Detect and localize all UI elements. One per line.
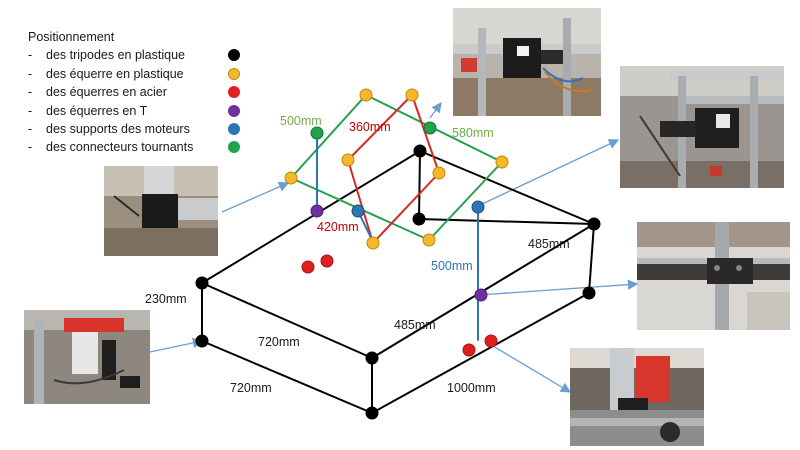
- yellow-joint-marker: [422, 233, 436, 247]
- dimension-label: 1000mm: [447, 381, 496, 395]
- purple-dot-icon: [228, 104, 240, 117]
- legend-item-label: des équerres en T: [46, 103, 148, 118]
- dimension-label: 360mm: [349, 120, 391, 134]
- callout-arrows: [149, 101, 639, 393]
- dimension-labels: 500mm 360mm 580mm 420mm 485mm 500mm 230mm 720mm…: [145, 114, 570, 395]
- legend-item-label: des tripodes en plastique: [46, 48, 185, 63]
- black-joint-marker: [365, 351, 379, 365]
- green-frame-edge: [428, 161, 503, 241]
- black-dot-icon: [228, 49, 240, 62]
- callout-arrow: [221, 181, 290, 213]
- photo-rotating-connector: [453, 8, 601, 116]
- red-dot-icon: [228, 86, 240, 99]
- frame-edge: [201, 150, 421, 284]
- yellow-joint-marker: [366, 236, 380, 250]
- dimension-label: 420mm: [317, 220, 359, 234]
- yellow-joint-marker: [359, 88, 373, 102]
- dimension-label: 500mm: [280, 114, 322, 128]
- legend-item-label: des connecteurs tournants: [46, 140, 194, 155]
- dimension-label: 485mm: [394, 318, 436, 332]
- legend-item-plastic-brackets: -des équerre en plastique: [28, 65, 240, 83]
- yellow-joint-marker: [341, 153, 355, 167]
- black-joint-marker: [195, 334, 209, 348]
- legend-item-label: des supports des moteurs: [46, 121, 190, 136]
- joint-markers: [195, 88, 601, 420]
- callout-arrow: [478, 279, 639, 296]
- legend-item-rotating-connectors: -des connecteurs tournants: [28, 138, 240, 156]
- red-joint-marker: [301, 260, 315, 274]
- callout-arrow: [149, 337, 204, 353]
- yellow-dot-icon: [228, 67, 240, 80]
- red-frame-edge: [347, 159, 374, 244]
- black-joint-marker: [587, 217, 601, 231]
- dimension-label: 500mm: [431, 259, 473, 273]
- yellow-joint-marker: [284, 171, 298, 185]
- photo-motor-support: [620, 66, 784, 188]
- legend-item-motor-supports: -des supports des moteurs: [28, 120, 240, 138]
- photo-plastic-tripod: [104, 166, 218, 256]
- callout-arrow: [492, 345, 572, 393]
- photo-t-bracket: [637, 222, 790, 330]
- green-joint-marker: [310, 126, 324, 140]
- legend-item-label: des équerre en plastique: [46, 66, 184, 81]
- frame-edge: [371, 292, 590, 414]
- frame-edge: [201, 340, 373, 414]
- frame-edge: [419, 150, 595, 225]
- red-frame-edge: [347, 94, 413, 161]
- black-joint-marker: [413, 144, 427, 158]
- callout-arrow: [477, 139, 620, 207]
- yellow-joint-marker: [432, 166, 446, 180]
- legend-item-label: des équerres en acier: [46, 85, 167, 100]
- legend-item-steel-brackets: -des équerres en acier: [28, 83, 240, 101]
- yellow-joint-marker: [405, 88, 419, 102]
- green-joint-marker: [423, 121, 437, 135]
- dimension-label: 720mm: [258, 335, 300, 349]
- blue-joint-marker: [351, 204, 365, 218]
- black-joint-marker: [412, 212, 426, 226]
- red-frame-edge: [372, 172, 440, 244]
- frame-edge: [418, 150, 421, 220]
- black-joint-marker: [365, 406, 379, 420]
- black-joint-marker: [582, 286, 596, 300]
- red-joint-marker: [462, 343, 476, 357]
- blue-dot-icon: [228, 122, 240, 135]
- legend-title: Positionnement: [28, 30, 115, 44]
- photo-steel-bracket: [570, 348, 704, 446]
- purple-joint-marker: [310, 204, 324, 218]
- legend-item-t-brackets: -des équerres en T: [28, 102, 240, 120]
- dimension-label: 720mm: [230, 381, 272, 395]
- photo-plastic-bracket: [24, 310, 150, 404]
- yellow-joint-marker: [495, 155, 509, 169]
- green-dot-icon: [228, 141, 240, 154]
- legend: Positionnement -des tripodes en plastiqu…: [28, 28, 240, 157]
- red-frame-edge: [411, 94, 440, 174]
- purple-joint-marker: [474, 288, 488, 302]
- frame-lines: [201, 94, 595, 414]
- green-frame-edge: [290, 94, 367, 179]
- callout-arrow: [429, 101, 442, 119]
- dimension-label: 485mm: [528, 237, 570, 251]
- red-joint-marker: [320, 254, 334, 268]
- legend-item-tripods: -des tripodes en plastique: [28, 46, 240, 64]
- black-joint-marker: [195, 276, 209, 290]
- frame-edge: [588, 223, 595, 294]
- blue-joint-marker: [471, 200, 485, 214]
- frame-edge: [201, 282, 373, 359]
- dimension-label: 580mm: [452, 126, 494, 140]
- red-joint-marker: [484, 334, 498, 348]
- dimension-label: 230mm: [145, 292, 187, 306]
